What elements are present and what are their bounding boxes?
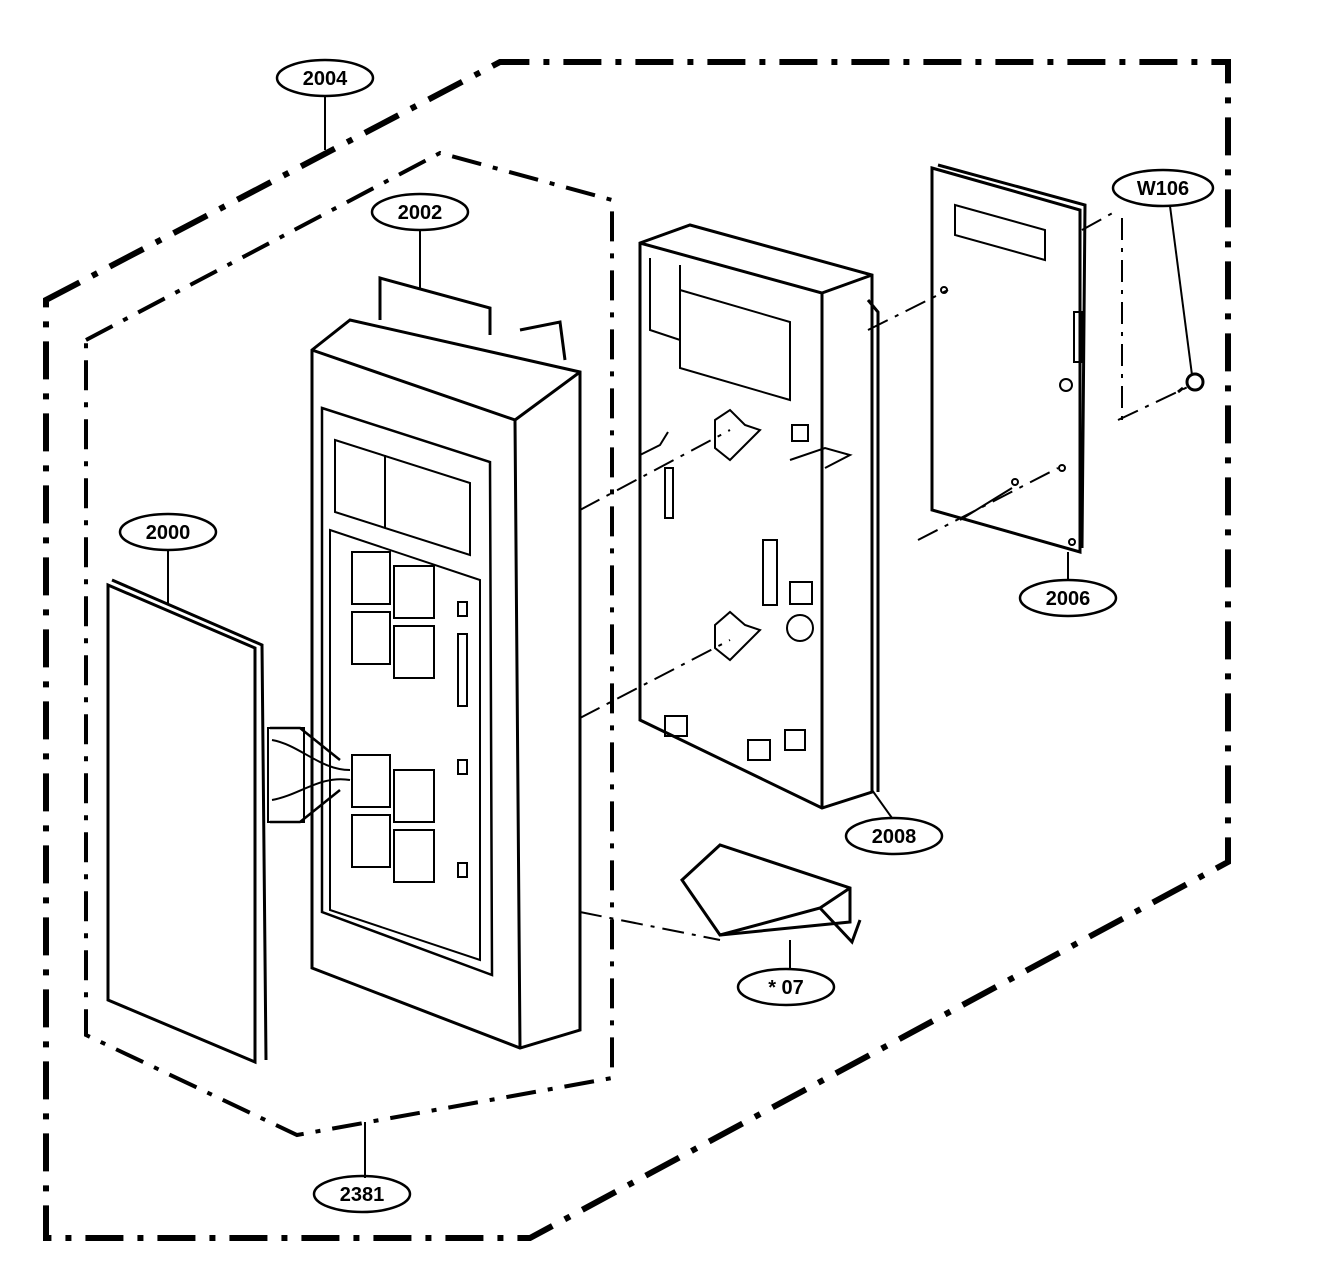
latch-part bbox=[680, 843, 862, 945]
membrane-sheet bbox=[106, 578, 351, 1065]
callout-2000: 2000 bbox=[118, 512, 218, 552]
callout-2006-label: 2006 bbox=[1046, 588, 1091, 610]
alignment-lines bbox=[579, 209, 1193, 941]
callout-2004-label: 2004 bbox=[303, 68, 348, 90]
callout-07: * 07 bbox=[736, 967, 836, 1007]
outer-assembly-boundary bbox=[43, 59, 1231, 1241]
callout-2006: 2006 bbox=[1018, 578, 1118, 618]
screw bbox=[1177, 372, 1205, 394]
callout-2002-label: 2002 bbox=[398, 202, 443, 224]
callout-2004: 2004 bbox=[275, 58, 375, 98]
leader-lines bbox=[167, 96, 1193, 1178]
callout-2008-label: 2008 bbox=[872, 826, 917, 848]
pcb-board bbox=[930, 163, 1087, 554]
subassembly-boundary bbox=[84, 150, 614, 1138]
front-control-panel bbox=[310, 276, 582, 1050]
callout-2000-label: 2000 bbox=[146, 522, 191, 544]
callout-2381-label: 2381 bbox=[340, 1184, 385, 1206]
callout-2002: 2002 bbox=[370, 192, 470, 232]
bracket bbox=[638, 223, 880, 810]
callout-07-label: * 07 bbox=[768, 977, 804, 999]
callout-W106-label: W106 bbox=[1137, 178, 1189, 200]
callout-2008: 2008 bbox=[844, 816, 944, 856]
callout-2381: 2381 bbox=[312, 1174, 412, 1214]
callout-W106: W106 bbox=[1111, 168, 1215, 208]
